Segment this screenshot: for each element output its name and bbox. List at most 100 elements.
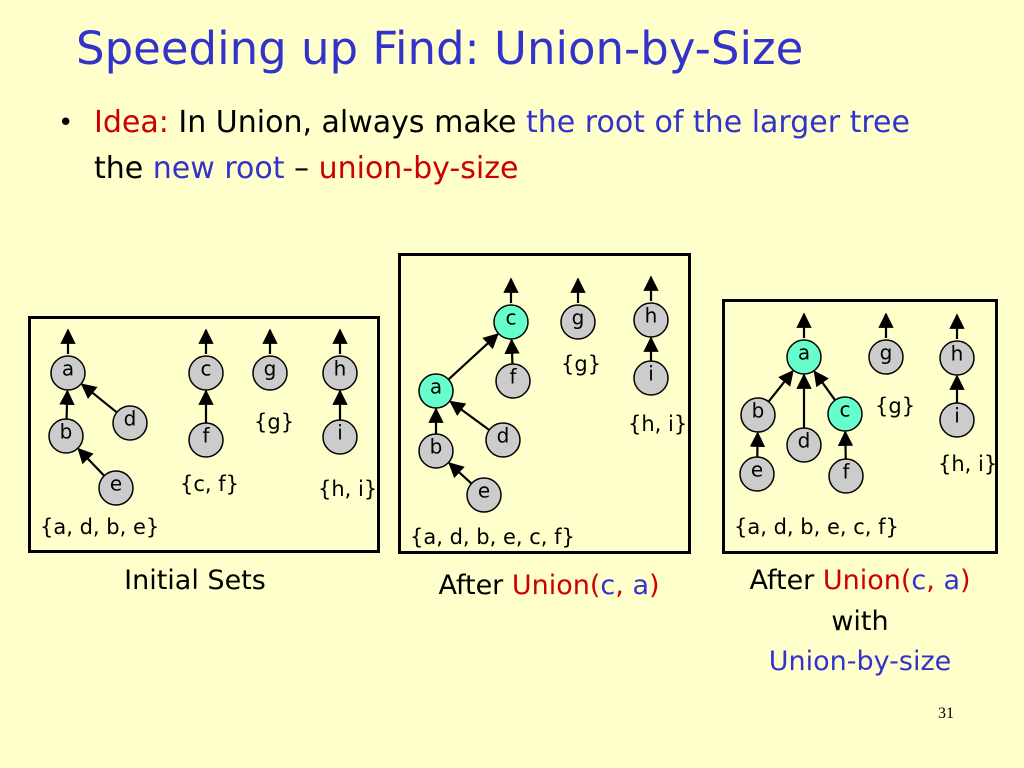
edge-d-to-a [449, 400, 490, 431]
bullet-part4: new root [152, 151, 285, 186]
edge-e-to-b [77, 447, 106, 477]
set-label-g: {g} [875, 394, 916, 418]
node-circle [786, 427, 822, 463]
node-label: i [337, 421, 343, 445]
tree-node-c: c [827, 396, 863, 432]
node-label: i [954, 404, 960, 428]
caption-sep: , [926, 565, 935, 596]
set-label-g: {g} [254, 410, 295, 434]
node-circle [98, 470, 134, 506]
tree-node-h: h [633, 302, 669, 338]
node-circle [828, 458, 864, 494]
node-label: g [572, 306, 585, 330]
bullet-part1: In Union, always make [178, 105, 517, 140]
node-circle [112, 405, 148, 441]
node-label: a [798, 341, 810, 365]
node-label: f [842, 460, 850, 484]
node-label: e [751, 458, 763, 482]
tree-node-f: f [495, 363, 531, 399]
tree-node-a: a [50, 355, 86, 391]
tree-node-b: b [418, 433, 454, 469]
edge-f-to-c [504, 338, 520, 365]
node-circle [188, 422, 224, 458]
bullet-part6: union-by-size [318, 151, 519, 186]
tree-node-c: c [493, 304, 529, 340]
node-circle [633, 302, 669, 338]
panel-after-union [398, 253, 691, 554]
tree-node-g: g [560, 304, 596, 340]
edge-c-to-a [813, 370, 836, 401]
node-label: a [430, 375, 442, 399]
node-circle [560, 304, 596, 340]
node-circle [493, 304, 529, 340]
caption-after-union: After Union(c, a) [410, 570, 688, 601]
caption-arg1: c [911, 565, 927, 596]
idea-label: Idea: [94, 105, 169, 140]
caption-with: with [831, 606, 889, 637]
node-circle [466, 477, 502, 513]
node-circle [322, 419, 358, 455]
set-label-all: {a, d, b, e, c, f} [410, 525, 575, 549]
tree-node-d: d [786, 427, 822, 463]
node-circle [418, 373, 454, 409]
node-label: g [264, 357, 277, 381]
panel-after-union-by-size [722, 299, 998, 554]
tree-node-d: d [485, 422, 521, 458]
node-label: b [752, 399, 765, 423]
edge-a-to-c [447, 333, 499, 381]
caption-arg1: c [600, 570, 616, 601]
tree-node-a: a [418, 373, 454, 409]
caption-union-by-size: Union-by-size [768, 646, 952, 677]
caption-after-union-by-size: After Union(c, a) [722, 565, 998, 596]
bullet-symbol: • [58, 108, 74, 138]
node-circle [868, 339, 904, 375]
node-circle [50, 355, 86, 391]
tree-node-b: b [48, 418, 84, 454]
page-number: 31 [938, 705, 954, 722]
tree-node-g: g [868, 339, 904, 375]
panel-initial-sets [28, 316, 380, 553]
tree-node-e: e [98, 470, 134, 506]
node-circle [939, 340, 975, 376]
tree-node-i: i [633, 360, 669, 396]
set-label-cf: {c, f} [180, 472, 240, 496]
node-label: c [840, 398, 851, 422]
caption-prefix: After [438, 570, 504, 601]
slide-title: Speeding up Find: Union-by-Size [76, 22, 804, 75]
edge-d-to-a [80, 383, 118, 414]
node-label: e [478, 479, 490, 503]
tree-node-c: c [188, 355, 224, 391]
caption-sep: , [615, 570, 624, 601]
set-label-hi: {h, i} [938, 452, 998, 476]
node-label: d [497, 424, 510, 448]
caption-close: ) [649, 570, 660, 601]
node-circle [827, 396, 863, 432]
node-label: a [62, 357, 74, 381]
caption-initial-sets: Initial Sets [124, 565, 266, 596]
tree-edges [59, 275, 965, 485]
tree-node-f: f [828, 458, 864, 494]
tree-node-g: g [252, 355, 288, 391]
node-circle [418, 433, 454, 469]
tree-node-a: a [786, 339, 822, 375]
caption-op: Union( [511, 570, 601, 601]
set-label-g: {g} [561, 352, 602, 376]
set-label-all: {a, d, b, e, c, f} [734, 515, 899, 539]
node-circle [939, 402, 975, 438]
node-label: h [951, 342, 964, 366]
node-label: h [645, 304, 658, 328]
caption-arg2: a [632, 570, 650, 601]
node-circle [739, 456, 775, 492]
node-label: c [506, 306, 517, 330]
edge-b-to-a [767, 369, 794, 403]
tree-node-h: h [939, 340, 975, 376]
node-label: e [110, 472, 122, 496]
set-label-hi: {h, i} [318, 477, 378, 501]
node-label: g [880, 341, 893, 365]
bullet-text: Idea: In Union, always make the root of … [94, 100, 934, 192]
bullet-part3: the [94, 151, 144, 186]
node-label: d [798, 429, 811, 453]
node-circle [495, 363, 531, 399]
